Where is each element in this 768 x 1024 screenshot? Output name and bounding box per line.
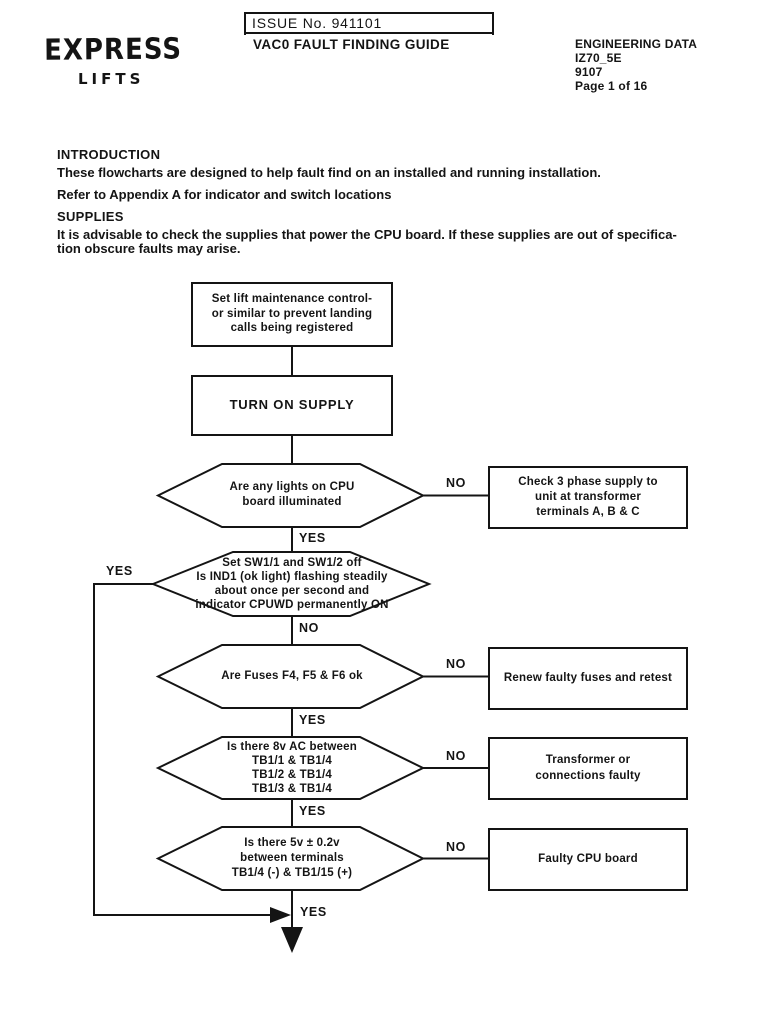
action-1-text: Check 3 phase supply to unit at transfor… — [518, 476, 658, 518]
decision-2-text: Set SW1/1 and SW1/2 off Is IND1 (ok ligh… — [195, 557, 389, 611]
no-label-5: NO — [446, 840, 466, 854]
introduction-paragraph: These flowcharts are designed to help fa… — [57, 165, 601, 180]
doc-ref: IZ70_5E — [575, 51, 622, 65]
supplies-paragraph: It is advisable to check the supplies th… — [57, 227, 677, 256]
yes-label-2: YES — [106, 564, 133, 578]
action-4-text: Faulty CPU board — [538, 853, 638, 865]
decision-4-text: Is there 8v AC between TB1/1 & TB1/4 TB1… — [227, 741, 357, 795]
flowchart-arrowheads — [270, 907, 303, 953]
arrow-down-icon — [281, 927, 303, 953]
decision-5-text: Is there 5v ± 0.2v between terminals TB1… — [231, 837, 353, 879]
yes-loop-line — [93, 583, 272, 916]
yes-label-4: YES — [299, 804, 326, 818]
action-2-text: Renew faulty fuses and retest — [503, 672, 673, 684]
logo-lifts-text: LIFTS — [78, 70, 145, 88]
yes-label-1: YES — [299, 531, 326, 545]
process-2-text: TURN ON SUPPLY — [229, 397, 355, 412]
engineering-data-block: ENGINEERING DATA IZ70_5E 9107 Page 1 of … — [575, 37, 697, 93]
no-label-1: NO — [446, 476, 466, 490]
express-lifts-logo: EXPRESS LIFTS — [44, 33, 182, 88]
action-3-text: Transformer or connections faulty — [535, 754, 641, 782]
engineering-data-label: ENGINEERING DATA — [575, 37, 698, 51]
doc-number: 9107 — [575, 65, 603, 79]
decision-1-text: Are any lights on CPU board illuminated — [229, 481, 355, 508]
action-box-1 — [488, 466, 688, 529]
yes-label-3: YES — [299, 713, 326, 727]
introduction-heading: INTRODUCTION — [57, 147, 161, 162]
action-box-2 — [488, 647, 688, 710]
no-label-3: NO — [446, 657, 466, 671]
no-label-4: NO — [446, 749, 466, 763]
issue-number-box: ISSUE No. 941101 — [244, 12, 494, 35]
appendix-note: Refer to Appendix A for indicator and sw… — [57, 187, 392, 202]
no-label-2: NO — [299, 621, 319, 635]
document-title: VAC0 FAULT FINDING GUIDE — [253, 37, 450, 52]
decision-3-text: Are Fuses F4, F5 & F6 ok — [221, 670, 363, 682]
supplies-heading: SUPPLIES — [57, 209, 124, 224]
decision-hexagon-2 — [150, 551, 432, 617]
arrow-right-icon — [270, 907, 291, 923]
page-info: Page 1 of 16 — [575, 79, 648, 93]
yes-label-exit: YES — [300, 905, 327, 919]
process-1-text: Set lift maintenance control- or similar… — [211, 293, 373, 334]
flowchart-shapes — [93, 282, 688, 930]
issue-number: ISSUE No. 941101 — [246, 14, 492, 34]
